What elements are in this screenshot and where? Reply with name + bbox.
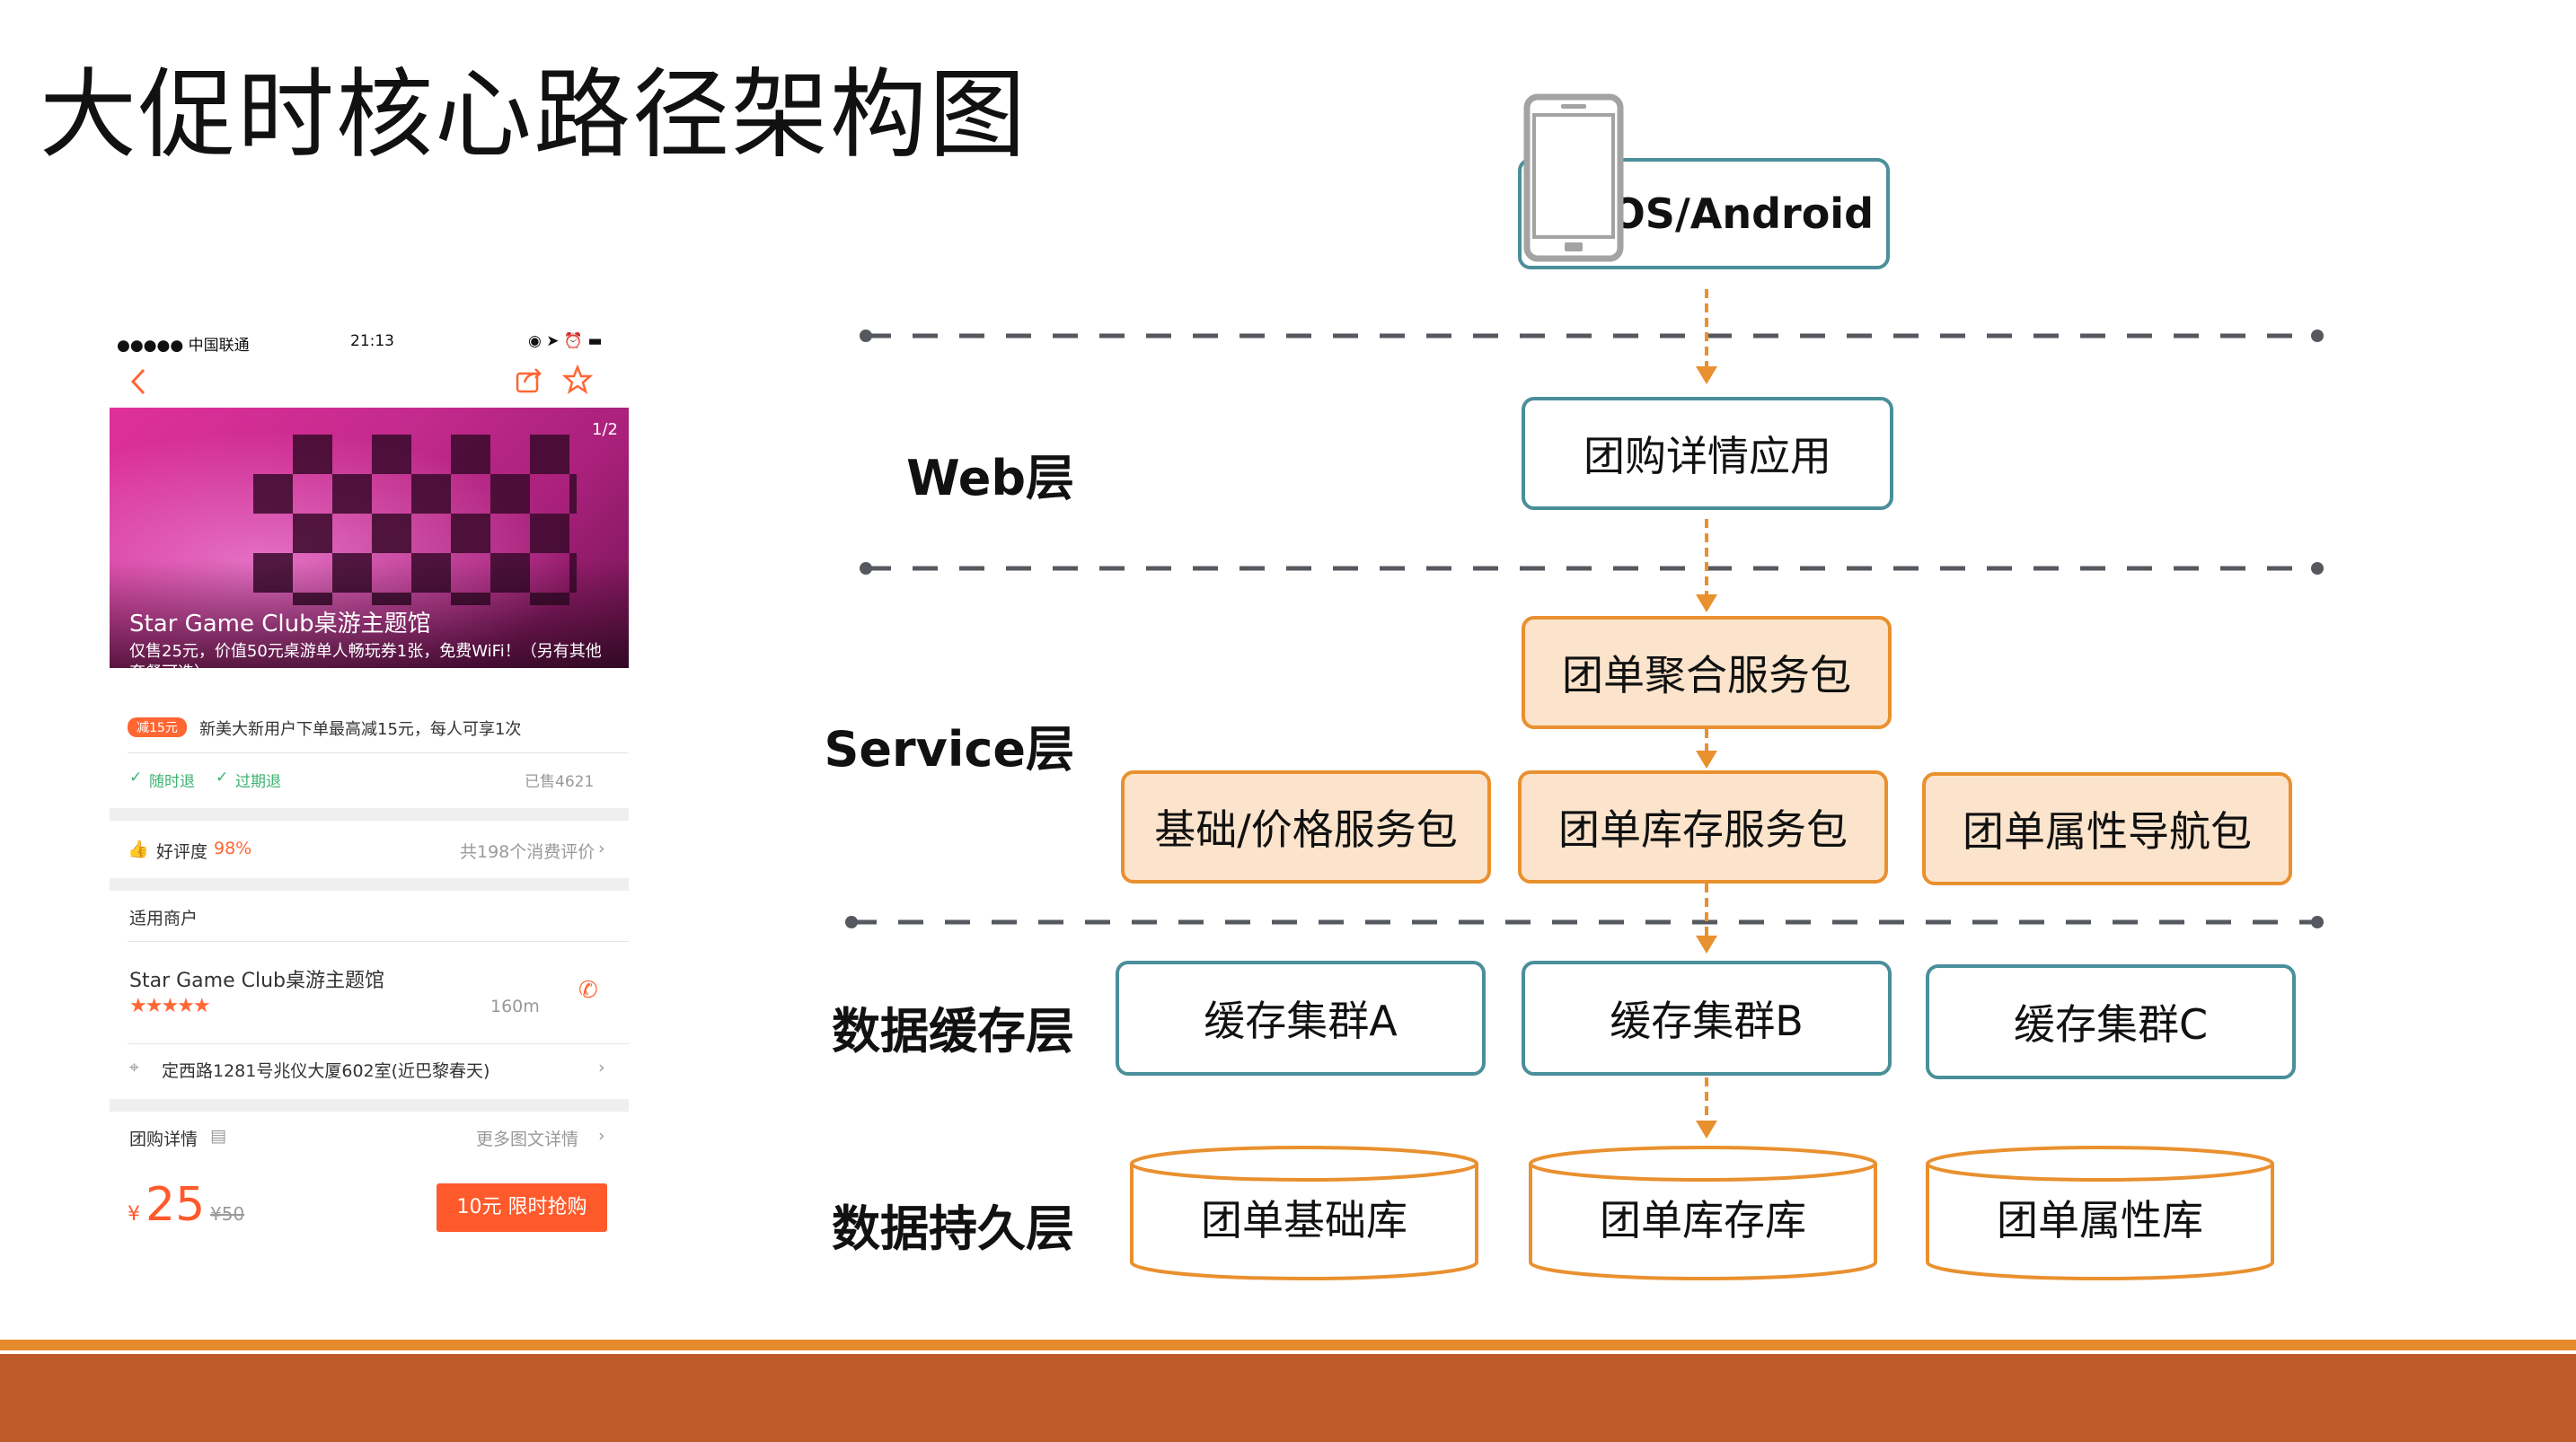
layer-label-cache: 数据缓存层 — [832, 1003, 1074, 1060]
database-label-box: 团单属性库 — [1924, 1171, 2276, 1264]
slide-title: 大促时核心路径架构图 — [40, 59, 1028, 171]
service-label: 团单库存服务包 — [1558, 805, 1848, 854]
price: 25 — [146, 1178, 206, 1232]
arrow-aggregate-inventory — [1696, 751, 1717, 769]
cache-label: 缓存集群A — [1204, 997, 1398, 1045]
service-box-attribute-nav: 团单属性导航包 — [1922, 772, 2292, 885]
database-label: 团单基础库 — [1201, 1196, 1407, 1244]
hero-title: Star Game Club桌游主题馆 — [129, 611, 431, 637]
merchant-distance: 160m — [490, 997, 540, 1016]
layer-label-web: Web层 — [906, 450, 1074, 506]
layer-label-service: Service层 — [824, 721, 1075, 778]
refund-row: ✓ 随时退 ✓ 过期退 已售4621 — [110, 769, 629, 796]
chevron-right-icon: › — [598, 1058, 605, 1077]
service-aggregate-box: 团单聚合服务包 — [1522, 616, 1892, 729]
hero-image[interactable]: 1/2 Star Game Club桌游主题馆 仅售25元，价值50元桌游单人畅… — [110, 408, 629, 668]
refund-any: 随时退 — [149, 773, 195, 791]
star-rating-icon: ★★★★★ — [129, 995, 211, 1017]
service-box-basic-price: 基础/价格服务包 — [1121, 770, 1491, 884]
phone-status-bar: ●●●●● 中国联通 21:13 ◉ ➤ ⏰ ▬ — [108, 329, 629, 356]
share-icon[interactable] — [514, 365, 544, 395]
detail-label: 团购详情 — [129, 1130, 198, 1149]
location-pin-icon: ⌖ — [129, 1058, 139, 1077]
cache-cluster-a: 缓存集群A — [1116, 961, 1486, 1076]
rating-value: 98% — [214, 839, 252, 858]
rating-label: 好评度 — [156, 842, 208, 862]
merchant-name: Star Game Club桌游主题馆 — [129, 970, 384, 992]
status-carrier: ●●●●● 中国联通 — [117, 337, 250, 355]
web-app-label: 团购详情应用 — [1584, 432, 1831, 480]
detail-more: 更多图文详情 — [476, 1130, 579, 1149]
client-label: iOS/Android — [1595, 189, 1874, 238]
status-time: 21:13 — [350, 332, 394, 350]
phone-screenshot: ●●●●● 中国联通 21:13 ◉ ➤ ⏰ ▬ 1/2 Star Game C… — [108, 329, 629, 1248]
arrow-web-service — [1696, 594, 1717, 612]
favorite-star-icon[interactable] — [562, 365, 593, 395]
diagram-lines — [845, 289, 2324, 1139]
review-count: 共198个消费评价 — [460, 842, 595, 862]
thumbs-up-icon: 👍 — [128, 840, 149, 859]
cache-cluster-b: 缓存集群B — [1522, 961, 1892, 1076]
database-inventory-icon — [1529, 1146, 1877, 1280]
promo-row: 减15元 新美大新用户下单最高减15元，每人可享1次 — [110, 715, 629, 742]
smartphone-icon — [1523, 93, 1624, 262]
cache-label: 缓存集群B — [1610, 997, 1804, 1045]
merchant-address: 定西路1281号兆仪大厦602室(近巴黎春天) — [162, 1061, 490, 1081]
promo-badge: 减15元 — [128, 717, 187, 737]
layer-label-persist: 数据持久层 — [832, 1200, 1074, 1257]
cache-label: 缓存集群C — [2013, 1000, 2209, 1049]
arrow-client-web — [1696, 366, 1717, 384]
arrow-cache-db — [1696, 1121, 1717, 1139]
check-icon: ✓ — [216, 769, 229, 787]
service-aggregate-label: 团单聚合服务包 — [1562, 651, 1851, 699]
cache-cluster-c: 缓存集群C — [1926, 964, 2296, 1079]
original-price: ¥50 — [210, 1203, 245, 1225]
chevron-right-icon: › — [598, 1126, 605, 1146]
document-icon: ▤ — [210, 1126, 226, 1146]
merchants-label: 适用商户 — [129, 909, 198, 928]
service-box-inventory: 团单库存服务包 — [1518, 770, 1888, 884]
merchant-row[interactable]: Star Game Club桌游主题馆 ★★★★★ 160m ✆ — [110, 964, 629, 1027]
database-label: 团单属性库 — [1997, 1196, 2203, 1244]
back-icon[interactable] — [128, 366, 149, 397]
rating-row[interactable]: 👍 好评度 98% 共198个消费评价 › — [110, 839, 629, 867]
database-basic-icon — [1130, 1146, 1478, 1280]
status-icons: ◉ ➤ ⏰ ▬ — [528, 332, 603, 350]
phone-call-icon[interactable]: ✆ — [578, 977, 598, 1004]
phone-nav-bar — [108, 361, 629, 408]
refund-expired: 过期退 — [235, 773, 281, 791]
service-label: 基础/价格服务包 — [1154, 805, 1458, 854]
buy-now-button[interactable]: 10元 限时抢购 — [437, 1183, 607, 1232]
database-label-box: 团单库存库 — [1527, 1171, 1879, 1264]
check-icon: ✓ — [129, 769, 143, 787]
database-attribute-icon — [1926, 1146, 2274, 1280]
web-app-box: 团购详情应用 — [1522, 397, 1893, 510]
database-label-box: 团单基础库 — [1128, 1171, 1480, 1264]
promo-text: 新美大新用户下单最高减15元，每人可享1次 — [199, 720, 522, 739]
service-label: 团单属性导航包 — [1963, 807, 2252, 856]
merchants-header: 适用商户 — [110, 905, 629, 932]
hero-subtitle: 仅售25元，价值50元桌游单人畅玩券1张，免费WiFi！（另有其他套餐可选） — [129, 642, 602, 668]
hero-page-indicator: 1/2 — [592, 420, 618, 439]
footer-accent-line — [0, 1340, 2576, 1350]
price-symbol: ¥ — [128, 1203, 140, 1226]
database-label: 团单库存库 — [1600, 1196, 1806, 1244]
chevron-right-icon: › — [598, 839, 605, 858]
arrow-inventory-cache — [1696, 936, 1717, 954]
sold-count: 已售4621 — [525, 773, 595, 791]
detail-row[interactable]: 团购详情 ▤ 更多图文详情 › — [110, 1126, 629, 1155]
address-row[interactable]: ⌖ 定西路1281号兆仪大厦602室(近巴黎春天) › — [110, 1058, 629, 1088]
price-bar: ¥ 25 ¥50 — [110, 1178, 629, 1239]
footer-band — [0, 1354, 2576, 1442]
